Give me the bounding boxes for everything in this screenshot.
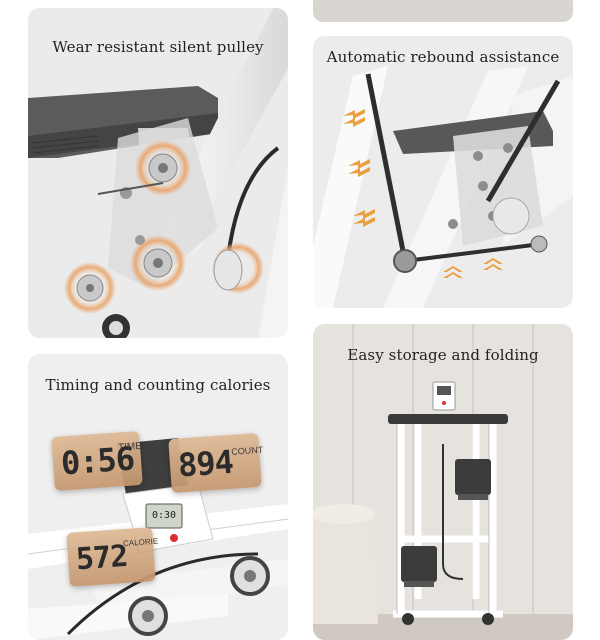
console-screen bbox=[145, 503, 183, 529]
pulley-illustration bbox=[28, 8, 288, 338]
count-display: 894 COUNT bbox=[168, 432, 264, 494]
rebound-panel: Automatic rebound assistance bbox=[313, 36, 573, 308]
storage-panel: Easy storage and folding bbox=[313, 324, 573, 640]
rebound-illustration bbox=[313, 36, 573, 308]
timing-illustration bbox=[28, 354, 288, 640]
pulley-panel: Wear resistant silent pulley bbox=[28, 8, 288, 338]
top-image-strip bbox=[313, 0, 573, 22]
console-readout: 0:30 bbox=[151, 510, 177, 521]
timing-panel: Timing and counting calories 0:30 0:56 T… bbox=[28, 354, 288, 640]
rebound-arrow-icon bbox=[343, 109, 503, 278]
storage-caption: Easy storage and folding bbox=[347, 346, 539, 364]
storage-illustration bbox=[313, 324, 573, 640]
calorie-display: 572 CALORIE bbox=[66, 527, 159, 587]
pulley-caption: Wear resistant silent pulley bbox=[52, 38, 264, 56]
count-unit: COUNT bbox=[230, 444, 264, 457]
time-unit: TIME bbox=[117, 440, 143, 454]
timing-caption: Timing and counting calories bbox=[45, 376, 271, 394]
count-value: 894 bbox=[176, 442, 235, 485]
calorie-value: 572 bbox=[74, 538, 129, 578]
pulley-wheel-icon bbox=[135, 140, 191, 196]
time-display: 0:56 TIME bbox=[51, 430, 143, 492]
calorie-unit: CALORIE bbox=[122, 536, 159, 549]
rebound-caption: Automatic rebound assistance bbox=[326, 48, 560, 66]
